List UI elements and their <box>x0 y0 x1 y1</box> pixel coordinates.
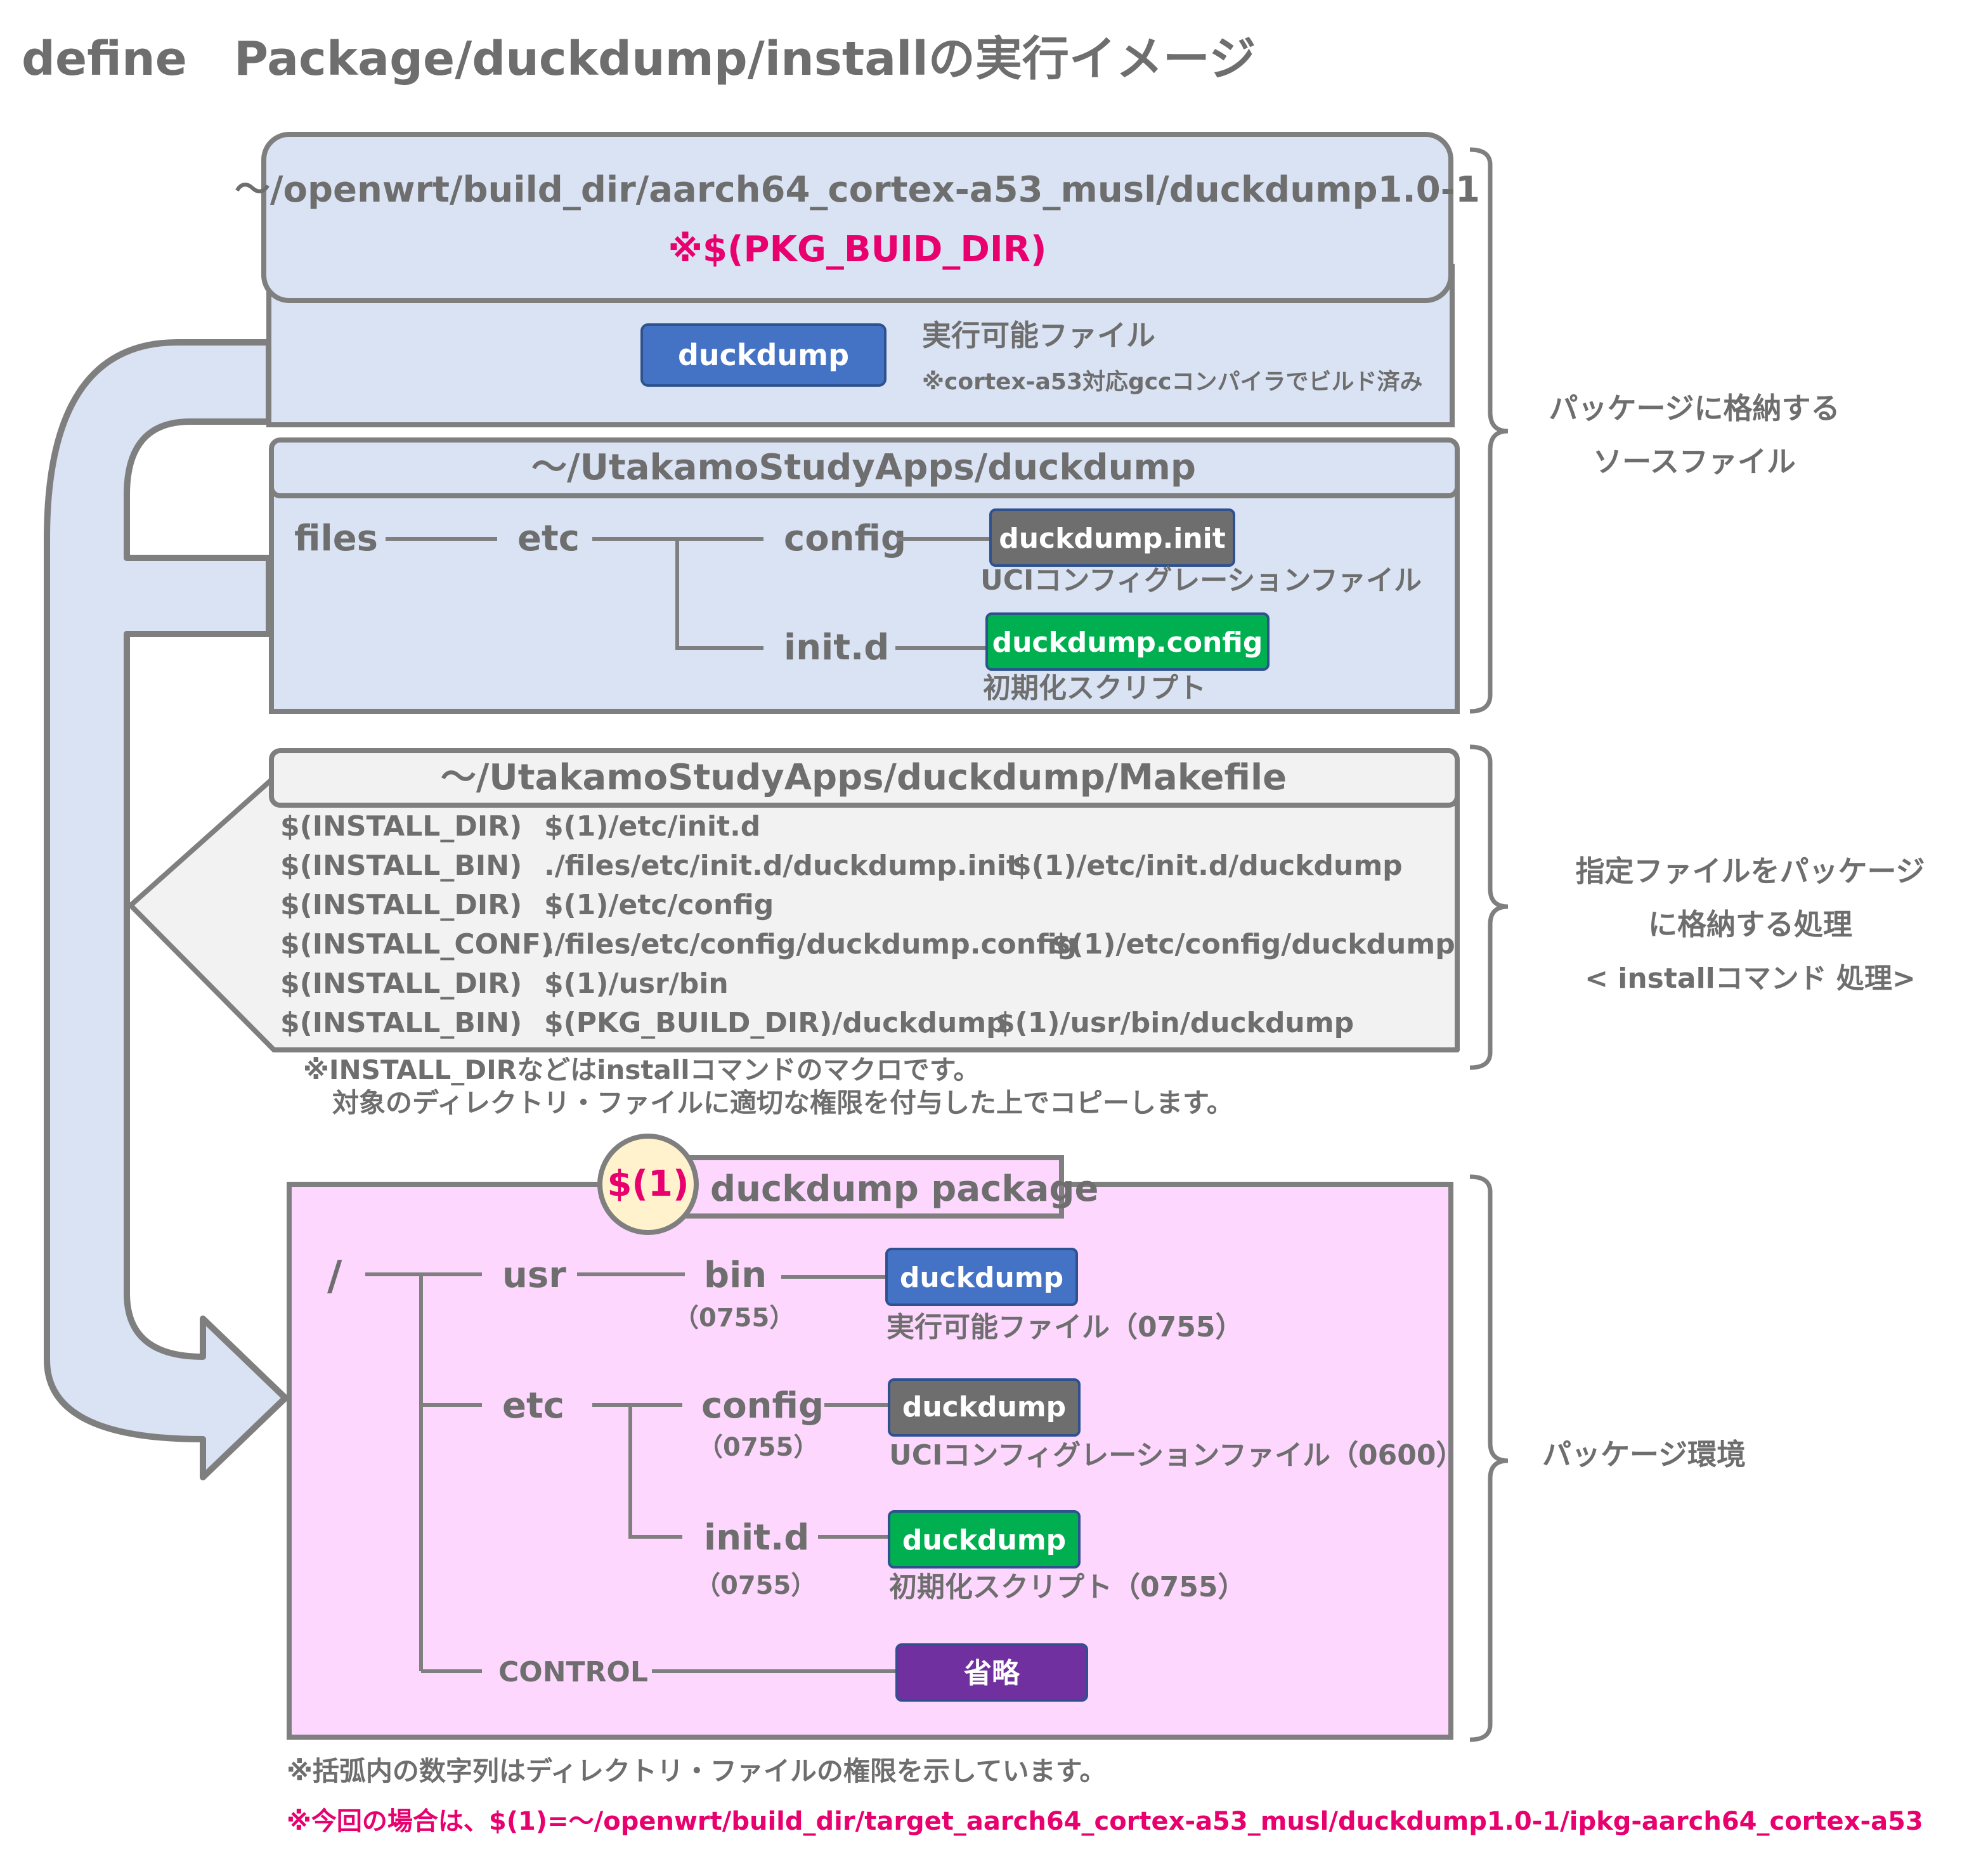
makefile-line-6-cmd: $(INSTALL_BIN) <box>280 1007 522 1039</box>
makefile-line-2-arg2: $(1)/etc/init.d/duckdump <box>1012 850 1403 882</box>
package-initd-label: init.d <box>704 1517 809 1558</box>
makefile-line-5-arg1: $(1)/usr/bin <box>544 967 729 1000</box>
build-dir-path: ～/openwrt/build_dir/aarch64_cortex-a53_m… <box>235 169 1480 210</box>
source-dir-path: ～/UtakamoStudyApps/duckdump <box>531 447 1196 488</box>
source-files-label: files <box>294 518 378 559</box>
source-initd-label: init.d <box>784 627 889 668</box>
makefile-line-6-arg1: $(PKG_BUILD_DIR)/duckdump <box>544 1007 1006 1039</box>
build-note: ※cortex-a53対応gccコンパイラでビルド済み <box>922 369 1422 395</box>
makefile-path: ～/UtakamoStudyApps/duckdump/Makefile <box>441 757 1287 798</box>
source-config-label: config <box>784 518 906 559</box>
source-config-badge-label: duckdump.config <box>992 626 1263 659</box>
source-etc-label: etc <box>517 518 580 559</box>
source-config-badge <box>985 612 1270 671</box>
source-dir-header <box>269 437 1460 498</box>
package-config-badge-label: duckdump <box>902 1391 1066 1423</box>
makefile-lines: $(INSTALL_DIR) $(1)/etc/init.d $(INSTALL… <box>280 810 1455 1039</box>
makefile-header <box>269 748 1460 808</box>
makefile-line-2-arg1: ./files/etc/init.d/duckdump.init <box>544 850 1020 882</box>
footer-note-2: ※今回の場合は、$(1)=～/openwrt/build_dir/target_… <box>287 1807 1923 1836</box>
package-initd-perm: （0755） <box>695 1571 816 1600</box>
makefile-line-4-arg2: $(1)/etc/config/duckdump <box>1051 928 1455 961</box>
makefile-line-6-arg2: $(1)/usr/bin/duckdump <box>996 1007 1354 1039</box>
page-title: define Package/duckdump/installの実行イメージ <box>22 32 1256 86</box>
brace-source <box>1469 147 1509 714</box>
package-control-label: CONTROL <box>498 1656 648 1688</box>
side-process-line2: に格納する処理 <box>1648 907 1852 941</box>
package-initd-badge-label: duckdump <box>902 1524 1066 1556</box>
makefile-line-4-arg1: ./files/etc/config/duckdump.config <box>544 928 1077 961</box>
package-root-circle <box>597 1134 699 1235</box>
makefile-line-4-cmd: $(INSTALL_CONF) <box>280 928 554 961</box>
source-init-desc: UCIコンフィグレーションファイル <box>980 564 1422 597</box>
makefile-line-5-cmd: $(INSTALL_DIR) <box>280 967 522 1000</box>
brace-process <box>1469 744 1509 1070</box>
source-init-badge-label: duckdump.init <box>999 522 1226 555</box>
source-init-badge <box>989 508 1235 567</box>
package-config-badge <box>888 1378 1081 1437</box>
side-package-env: パッケージ環境 <box>1542 1437 1746 1472</box>
side-process-line3: < installコマンド 処理> <box>1585 962 1916 995</box>
package-config-label: config <box>701 1385 824 1426</box>
package-bin-perm: （0755） <box>673 1303 795 1333</box>
brace-package <box>1469 1174 1509 1742</box>
package-root-macro: $(1) <box>607 1163 689 1205</box>
makefile-line-3-arg1: $(1)/etc/config <box>544 889 774 921</box>
package-config-desc: UCIコンフィグレーションファイル（0600） <box>889 1439 1464 1472</box>
flow-arrow <box>44 339 289 1480</box>
package-title: duckdump package <box>710 1168 1098 1210</box>
side-source-line2: ソースファイル <box>1593 444 1796 479</box>
footer-note-1: ※括弧内の数字列はディレクトリ・ファイルの権限を示しています。 <box>287 1756 1106 1787</box>
package-control-badge-label: 省略 <box>964 1657 1020 1690</box>
makefile-line-3-cmd: $(INSTALL_DIR) <box>280 889 522 921</box>
side-source-line1: パッケージに格納する <box>1549 391 1840 425</box>
package-usr-label: usr <box>502 1255 566 1296</box>
package-bin-badge-label: duckdump <box>900 1262 1063 1294</box>
build-dir-header <box>261 132 1453 303</box>
package-config-perm: （0755） <box>698 1433 819 1462</box>
package-bin-desc: 実行可能ファイル（0755） <box>887 1311 1243 1343</box>
build-duckdump-badge-label: duckdump <box>678 338 849 372</box>
makefile-line-2-cmd: $(INSTALL_BIN) <box>280 850 522 882</box>
build-duckdump-badge <box>640 323 887 387</box>
package-bin-badge <box>885 1248 1078 1306</box>
source-config-desc: 初期化スクリプト <box>983 672 1206 704</box>
side-process-line1: 指定ファイルをパッケージ <box>1575 854 1925 888</box>
source-dir-box <box>269 479 1460 714</box>
makefile-note-1: ※INSTALL_DIRなどはinstallコマンドのマクロです。 <box>303 1054 980 1085</box>
makefile-note-2: 対象のディレクトリ・ファイルに適切な権限を付与した上でコピーします。 <box>332 1087 1233 1118</box>
package-bin-label: bin <box>704 1255 767 1296</box>
package-etc-initd-line <box>628 1405 682 1539</box>
package-initd-badge <box>888 1510 1081 1569</box>
makefile-line-1-arg1: $(1)/etc/init.d <box>544 810 760 843</box>
build-dir-macro: ※$(PKG_BUID_DIR) <box>668 229 1047 270</box>
package-root-slash: / <box>327 1253 342 1300</box>
build-exec-desc: 実行可能ファイル <box>922 318 1155 353</box>
source-etc-initd-line <box>675 539 763 650</box>
package-initd-desc: 初期化スクリプト（0755） <box>889 1571 1245 1603</box>
package-title-tab <box>657 1155 1064 1219</box>
package-etc-label: etc <box>502 1385 564 1426</box>
makefile-line-1-cmd: $(INSTALL_DIR) <box>280 810 522 843</box>
package-control-badge <box>895 1643 1088 1702</box>
